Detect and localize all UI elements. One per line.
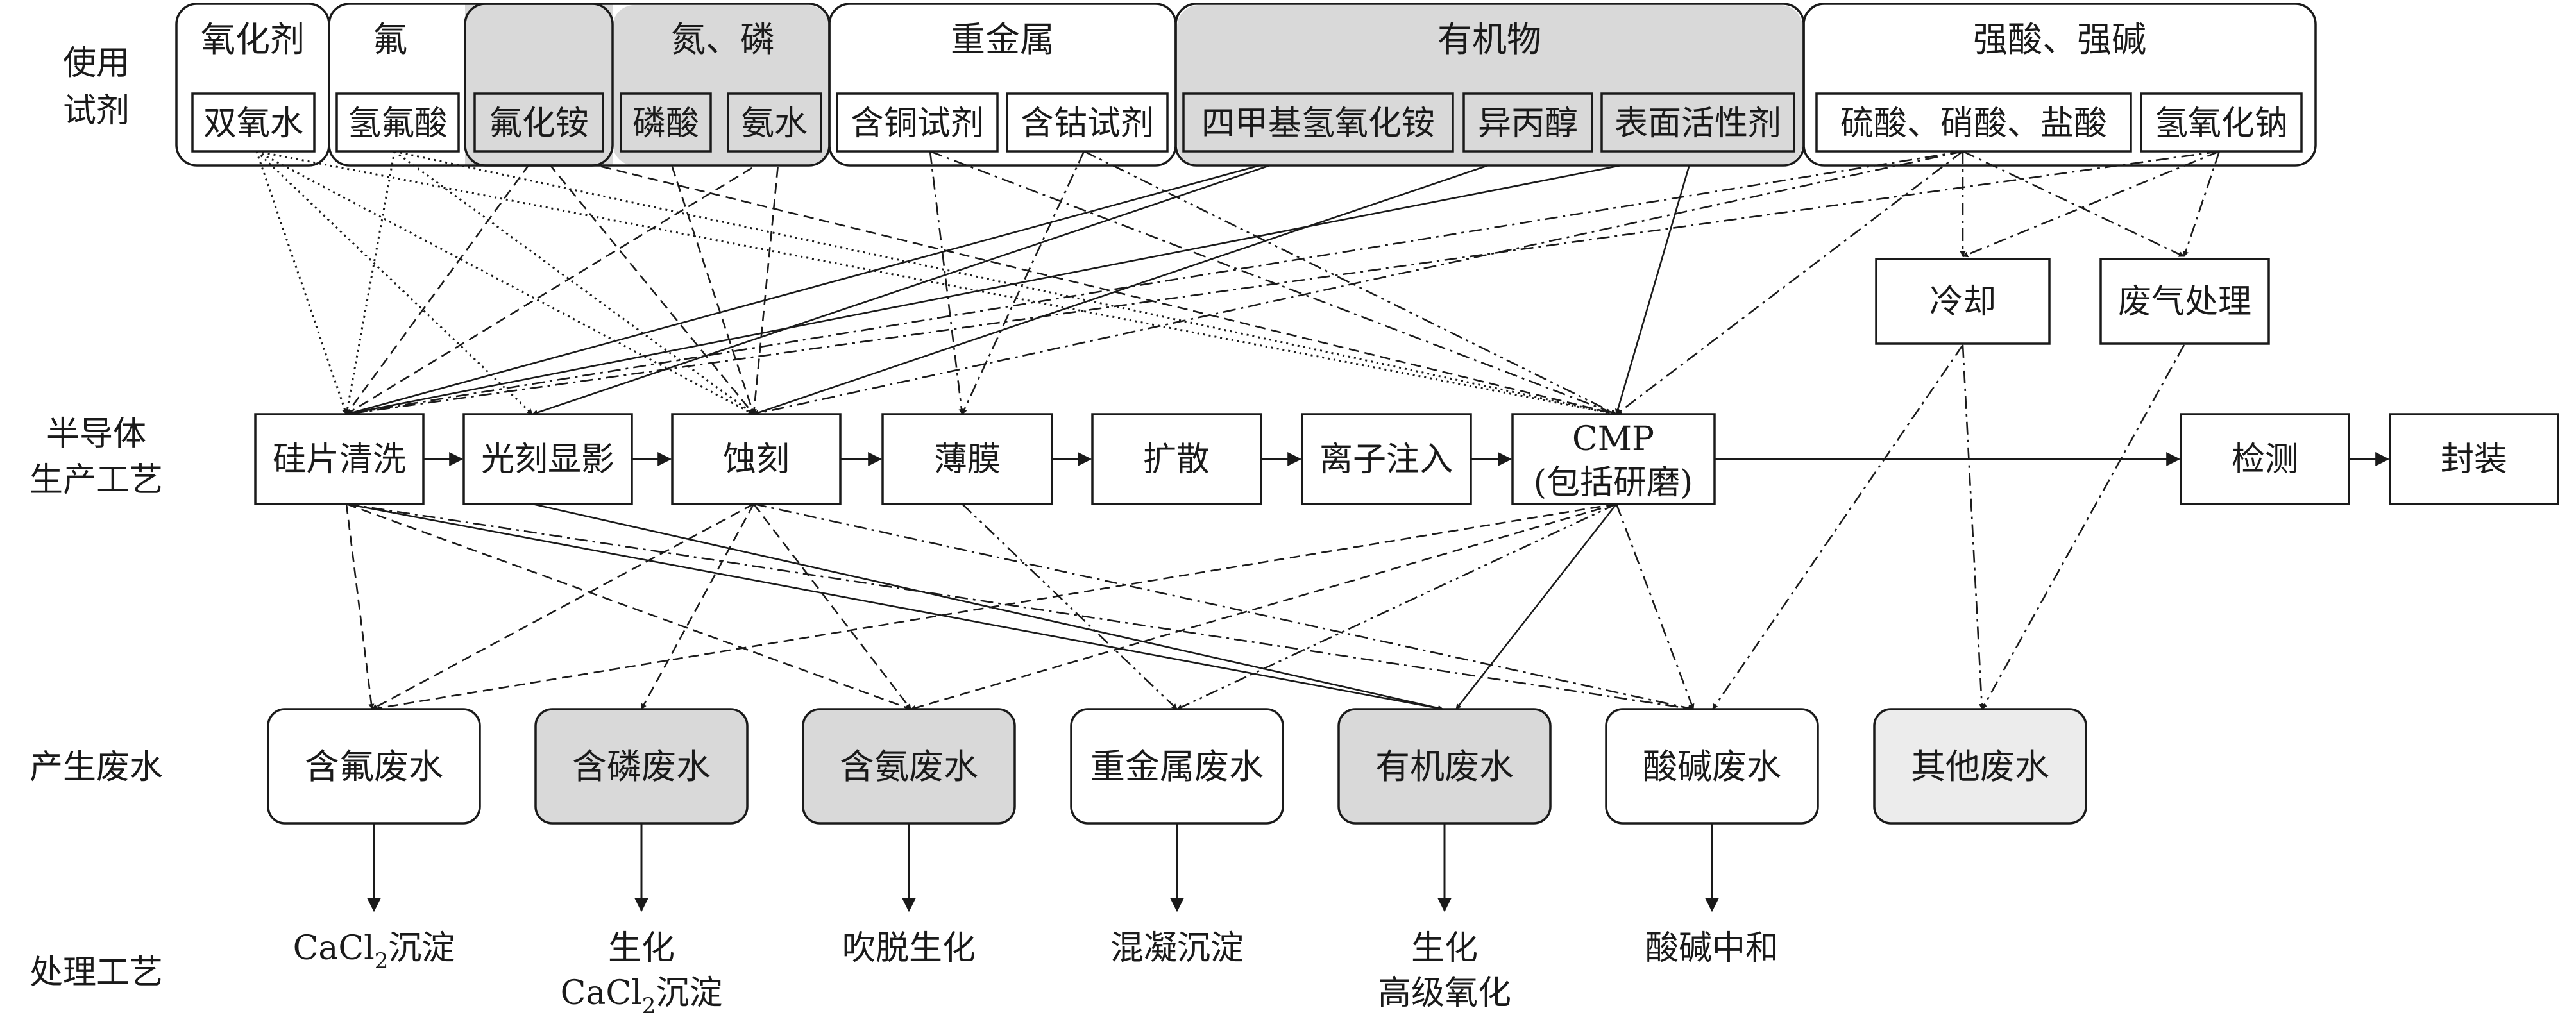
heavy-metal-title: 重金属 (951, 19, 1055, 60)
reagent-hydrogen-peroxide: 双氧水 (191, 92, 316, 153)
wastewater-heavy-metal: 重金属废水 (1070, 708, 1284, 825)
svg-text:含铜试剂: 含铜试剂 (851, 105, 984, 143)
step-packaging: 封装 (2389, 413, 2559, 505)
step-cmp: CMP (包括研磨) (1511, 413, 1716, 505)
svg-text:双氧水: 双氧水 (203, 105, 303, 143)
svg-text:硫酸、硝酸、盐酸: 硫酸、硝酸、盐酸 (1840, 105, 2107, 143)
svg-text:蚀刻: 蚀刻 (723, 441, 790, 479)
wastewater-ammonia: 含氨废水 (802, 708, 1016, 825)
svg-text:(包括研磨): (包括研磨) (1534, 464, 1693, 502)
svg-text:表面活性剂: 表面活性剂 (1614, 105, 1781, 143)
svg-text:氨水: 氨水 (741, 105, 808, 143)
acid-base-title: 强酸、强碱 (1973, 19, 2146, 60)
row-label-reagents-2: 试剂 (63, 92, 130, 130)
row-label-reagents-1: 使用 (63, 44, 130, 83)
svg-text:薄膜: 薄膜 (934, 441, 1001, 479)
svg-text:离子注入: 离子注入 (1319, 441, 1453, 479)
connection-lines (255, 150, 2221, 712)
step-wafer-cleaning: 硅片清洗 (254, 413, 425, 505)
reagent-phosphoric-acid: 磷酸 (620, 92, 712, 153)
svg-text:含磷废水: 含磷废水 (572, 746, 711, 787)
treatment-acid-base: 酸碱中和 (1645, 929, 1779, 968)
treatment-arrows (367, 823, 1719, 912)
svg-text:氢氧化钠: 氢氧化钠 (2155, 105, 2288, 143)
svg-text:氟化铵: 氟化铵 (489, 105, 589, 143)
treatment-processes: CaCl2沉淀 生化 CaCl2沉淀 吹脱生化 混凝沉淀 生化 高级氧化 酸碱中… (293, 929, 1779, 1019)
fluorine-group (328, 3, 614, 167)
svg-text:异丙醇: 异丙醇 (1478, 105, 1578, 143)
svg-text:封装: 封装 (2441, 441, 2507, 479)
step-thin-film: 薄膜 (881, 413, 1053, 505)
reagent-ammonium-fluoride: 氟化铵 (473, 92, 604, 153)
organic-title: 有机物 (1437, 19, 1541, 60)
svg-text:氢氟酸: 氢氟酸 (348, 105, 448, 143)
row-label-process-2: 生产工艺 (30, 461, 163, 499)
treatment-organic-line1: 生化 (1411, 929, 1478, 968)
svg-text:含钴试剂: 含钴试剂 (1021, 105, 1154, 143)
n-p-title: 氮、磷 (671, 19, 775, 60)
svg-text:CMP: CMP (1572, 420, 1654, 458)
row-label-treatment: 处理工艺 (30, 953, 163, 992)
wastewater-fluoride: 含氟废水 (267, 708, 481, 825)
wastewater-types: 含氟废水 含磷废水 含氨废水 重金属废水 有机废水 酸碱废水 其他废水 (267, 708, 2087, 825)
treatment-organic-line2: 高级氧化 (1378, 974, 1511, 1012)
svg-text:扩散: 扩散 (1143, 441, 1210, 479)
row-label-wastewater: 产生废水 (30, 748, 163, 787)
svg-text:检测: 检测 (2232, 441, 2298, 479)
reagent-isopropanol: 异丙醇 (1462, 92, 1593, 153)
svg-text:磷酸: 磷酸 (632, 105, 699, 143)
svg-text:含氟废水: 含氟废水 (305, 746, 443, 787)
svg-text:硅片清洗: 硅片清洗 (273, 441, 406, 479)
reagent-cobalt: 含钴试剂 (1006, 92, 1169, 153)
wastewater-acid-base: 酸碱废水 (1605, 708, 1819, 825)
acid-base-group (1802, 3, 2317, 167)
aux-cooling: 冷却 (1875, 258, 2051, 345)
reagent-sodium-hydroxide: 氢氧化钠 (2140, 92, 2303, 153)
reagent-surfactant: 表面活性剂 (1600, 92, 1795, 153)
reagent-copper: 含铜试剂 (836, 92, 999, 153)
fluorine-title: 氟 (373, 19, 407, 60)
step-ion-implantation: 离子注入 (1301, 413, 1472, 505)
step-diffusion: 扩散 (1091, 413, 1262, 505)
svg-text:冷却: 冷却 (1929, 283, 1996, 321)
reagent-groups: 氧化剂 氟 氮、磷 重金属 有机物 强酸、强碱 双氧水 氢氟酸 氟化铵 磷酸 氨… (175, 3, 2317, 167)
svg-text:酸碱废水: 酸碱废水 (1643, 746, 1781, 787)
process-steps: 硅片清洗 光刻显影 蚀刻 薄膜 扩散 离子注入 CMP (包括研磨) (254, 413, 2559, 505)
svg-text:光刻显影: 光刻显影 (481, 441, 614, 479)
treatment-fluoride: CaCl2沉淀 (293, 929, 455, 974)
svg-text:有机废水: 有机废水 (1375, 746, 1514, 787)
reagent-strong-acids: 硫酸、硝酸、盐酸 (1815, 92, 2132, 153)
svg-text:重金属废水: 重金属废水 (1090, 746, 1264, 787)
step-lithography: 光刻显影 (462, 413, 633, 505)
svg-text:含氨废水: 含氨废水 (840, 746, 978, 787)
wastewater-other: 其他废水 (1873, 708, 2087, 825)
wastewater-phosphorus: 含磷废水 (534, 708, 749, 825)
treatment-phosphorus-line2: CaCl2沉淀 (561, 974, 723, 1019)
reagent-hydrofluoric-acid: 氢氟酸 (335, 92, 460, 153)
treatment-phosphorus-line1: 生化 (608, 929, 675, 968)
row-labels: 使用 试剂 半导体 生产工艺 产生废水 处理工艺 (30, 44, 163, 992)
step-etching: 蚀刻 (671, 413, 842, 505)
wastewater-organic: 有机废水 (1337, 708, 1552, 825)
treatment-heavy-metal: 混凝沉淀 (1110, 929, 1244, 968)
row-label-process-1: 半导体 (46, 415, 146, 453)
aux-exhaust-treatment: 废气处理 (2099, 258, 2270, 345)
svg-text:废气处理: 废气处理 (2118, 283, 2251, 321)
reagent-ammonia-water: 氨水 (727, 92, 822, 153)
svg-text:四甲基氢氧化铵: 四甲基氢氧化铵 (1201, 105, 1435, 143)
svg-text:其他废水: 其他废水 (1911, 746, 2049, 787)
step-inspection: 检测 (2180, 413, 2350, 505)
oxidant-title: 氧化剂 (201, 19, 305, 60)
treatment-ammonia: 吹脱生化 (842, 929, 976, 968)
reagent-tmah: 四甲基氢氧化铵 (1182, 92, 1454, 153)
